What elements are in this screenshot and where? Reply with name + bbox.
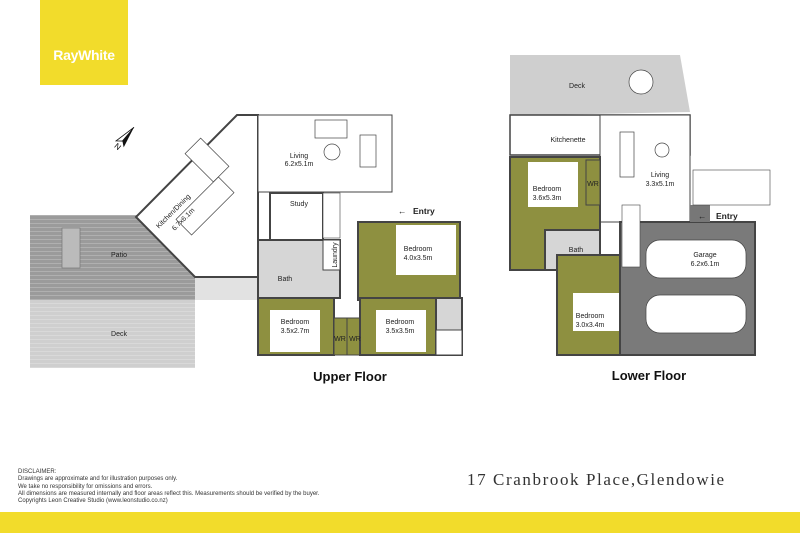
kitchen-dining-room <box>134 114 259 278</box>
disclaimer-heading: DISCLAIMER: <box>18 469 57 475</box>
wardrobe-label: WR <box>349 336 361 343</box>
bath-label: Bath <box>569 247 584 254</box>
bedroom-label: Bedroom <box>281 319 310 326</box>
sofa <box>619 131 635 178</box>
bedroom-size: 4.0x3.5m <box>404 255 433 262</box>
north-arrow-icon: N <box>112 126 135 152</box>
logo-text: RayWhite <box>53 46 115 63</box>
kitchen-island <box>175 176 235 236</box>
sofa <box>359 134 377 168</box>
bedroom-label: Bedroom <box>533 186 562 193</box>
bedroom-label: Bedroom <box>404 246 433 253</box>
entry-step <box>690 205 710 222</box>
bath-label: Bath <box>278 276 293 283</box>
bedroom-label: Bedroom <box>576 313 605 320</box>
deck-label: Deck <box>569 83 585 90</box>
living-size: 6.2x5.1m <box>285 161 314 168</box>
laundry-label: Laundry <box>332 242 339 268</box>
wardrobe-label: WR <box>334 336 346 343</box>
dining-table <box>184 137 230 183</box>
lower-floor <box>509 55 771 356</box>
patio-table <box>61 227 81 269</box>
study-label: Study <box>290 201 308 208</box>
car <box>645 239 747 279</box>
disclaimer: DISCLAIMER: Drawings are approximate and… <box>18 469 320 505</box>
car <box>645 294 747 334</box>
study-room <box>269 192 324 241</box>
footer-band <box>0 512 800 533</box>
disclaimer-line: We take no responsibility for omissions … <box>18 483 153 490</box>
bedroom-label: Bedroom <box>386 319 415 326</box>
wardrobe <box>585 159 601 206</box>
living-label: Living <box>290 153 308 160</box>
garage-label: Garage <box>693 252 716 259</box>
disclaimer-line: Copyrights Leon Creative Studio (www.leo… <box>18 498 168 505</box>
outdoor-stairs <box>692 169 771 206</box>
upper-floor <box>30 114 463 368</box>
kitchenette-label: Kitchenette <box>550 137 585 144</box>
deck-label: Deck <box>111 331 127 338</box>
bedroom-size: 3.6x5.3m <box>533 195 562 202</box>
living-label: Living <box>651 172 669 179</box>
entry-label: Entry <box>716 211 738 221</box>
svg-text:N: N <box>112 141 122 152</box>
entry-label: Entry <box>413 206 435 216</box>
sofa <box>314 119 348 139</box>
disclaimer-line: All dimensions are measured internally a… <box>18 490 320 497</box>
bedroom-size: 3.5x2.7m <box>281 328 310 335</box>
raywhite-logo: RayWhite <box>40 0 128 85</box>
property-address: 17 Cranbrook Place,Glendowie <box>467 470 726 489</box>
disclaimer-line: Drawings are approximate and for illustr… <box>18 476 178 483</box>
bedroom-size: 3.0x3.4m <box>576 322 605 329</box>
wardrobe-label: WR <box>587 181 599 188</box>
stairs <box>322 192 341 239</box>
garage-size: 6.2x6.1m <box>691 261 720 268</box>
stairs <box>621 204 641 268</box>
upper-floor-title: Upper Floor <box>313 369 387 384</box>
living-size: 3.3x5.1m <box>646 181 675 188</box>
lower-floor-title: Lower Floor <box>612 368 686 383</box>
laundry-room <box>322 239 341 271</box>
living-room <box>599 114 691 223</box>
patio-label: Patio <box>111 252 127 259</box>
entry-arrow-icon: ← <box>698 211 707 221</box>
entry-arrow-icon: ← <box>398 206 407 216</box>
bedroom-size: 3.5x3.5m <box>386 328 415 335</box>
